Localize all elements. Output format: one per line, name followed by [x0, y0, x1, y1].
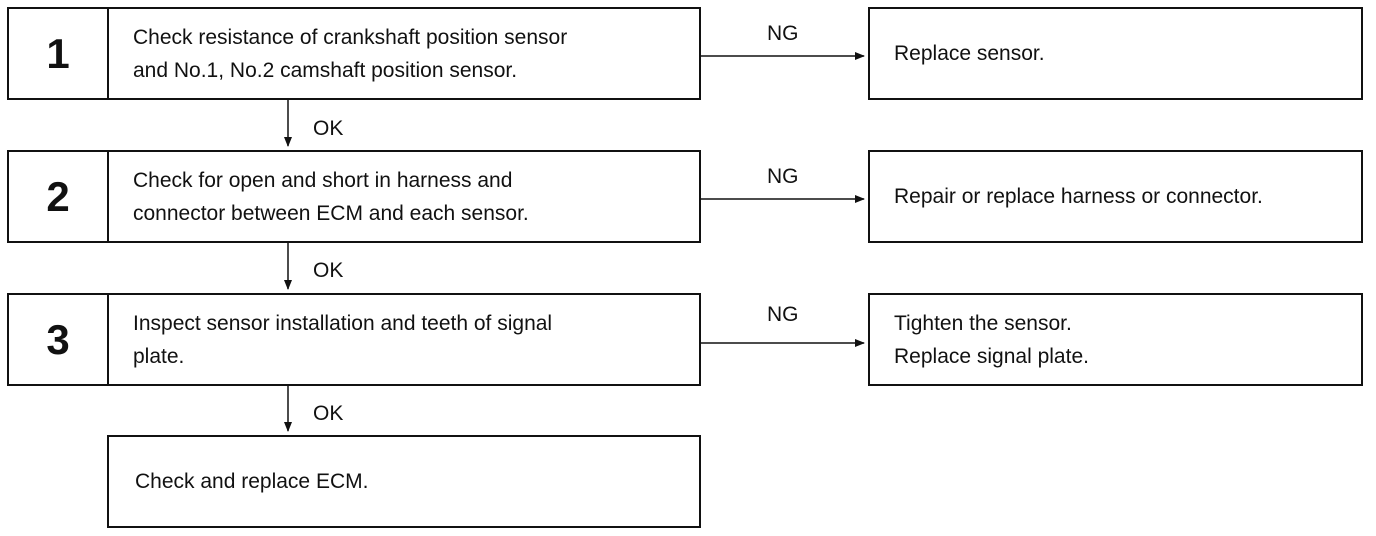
- step-3-ng-result-line-2: Replace signal plate.: [894, 344, 1089, 368]
- step-2-line-2: connector between ECM and each sensor.: [133, 201, 529, 225]
- step-2-box: 2 Check for open and short in harness an…: [7, 150, 701, 243]
- step-3-line-2: plate.: [133, 344, 185, 368]
- step-2-ng-label: NG: [767, 165, 799, 188]
- step-1-line-1: Check resistance of crankshaft position …: [133, 25, 568, 49]
- step-2-line-1: Check for open and short in harness and: [133, 168, 513, 192]
- final-text: Check and replace ECM.: [135, 469, 369, 493]
- step-2-text: Check for open and short in harness and …: [109, 152, 699, 241]
- step-3-number: 3: [9, 295, 109, 384]
- step-3-ng-result-box: Tighten the sensor. Replace signal plate…: [868, 293, 1363, 386]
- step-3-ng-label: NG: [767, 303, 799, 326]
- step-3-ng-result-line-1: Tighten the sensor.: [894, 311, 1072, 335]
- step-3-text: Inspect sensor installation and teeth of…: [109, 295, 699, 384]
- step-3-line-1: Inspect sensor installation and teeth of…: [133, 311, 553, 335]
- step-3-ok-label: OK: [313, 402, 344, 425]
- step-2-number: 2: [9, 152, 109, 241]
- step-1-number: 1: [9, 9, 109, 98]
- step-1-ng-result-text: Replace sensor.: [894, 42, 1045, 65]
- step-1-ng-label: NG: [767, 22, 799, 45]
- step-1-ng-result-box: Replace sensor.: [868, 7, 1363, 100]
- step-2-ng-result-text: Repair or replace harness or connector.: [894, 185, 1263, 208]
- final-box: Check and replace ECM.: [107, 435, 701, 528]
- step-2-ok-label: OK: [313, 259, 344, 282]
- step-1-text: Check resistance of crankshaft position …: [109, 9, 699, 98]
- step-1-box: 1 Check resistance of crankshaft positio…: [7, 7, 701, 100]
- step-1-ok-label: OK: [313, 117, 344, 140]
- step-2-ng-result-box: Repair or replace harness or connector.: [868, 150, 1363, 243]
- step-1-line-2: and No.1, No.2 camshaft position sensor.: [133, 58, 518, 82]
- step-3-box: 3 Inspect sensor installation and teeth …: [7, 293, 701, 386]
